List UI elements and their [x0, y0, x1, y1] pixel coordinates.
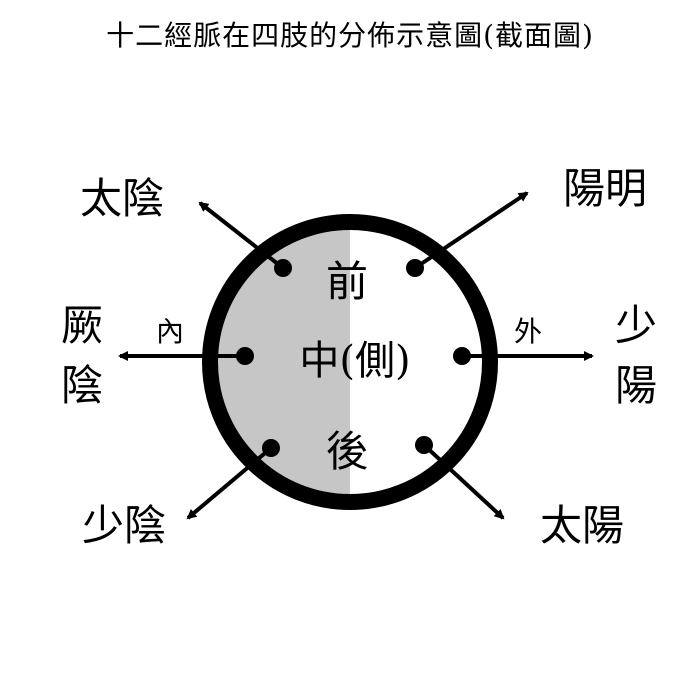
arrow-lower-left: [186, 446, 273, 520]
point-lower-right: [415, 436, 433, 454]
meridian-label-yang: 陽: [615, 361, 657, 410]
limb-outline: [202, 214, 498, 510]
back-label: 後: [326, 427, 368, 476]
meridian-label-shaoyin: 少陰: [82, 501, 166, 550]
meridian-label-taiyang: 太陽: [540, 501, 624, 550]
middle-side-label: 中(側): [299, 338, 410, 384]
point-right: [453, 347, 471, 365]
meridian-label-yangming: 陽明: [563, 164, 647, 213]
point-left: [236, 347, 254, 365]
arrow-upper-right: [413, 191, 529, 270]
point-upper-left: [274, 259, 292, 277]
point-upper-right: [406, 259, 424, 277]
inner-direction-label: 內: [156, 315, 184, 348]
front-label: 前: [326, 257, 368, 306]
point-lower-left: [262, 439, 280, 457]
diagram-title: 十二經脈在四肢的分佈示意圖(截面圖): [106, 19, 594, 52]
meridian-label-taiyin-upper: 太陰: [80, 174, 164, 223]
outer-direction-label: 外: [514, 315, 542, 348]
meridian-label-jue: 厥: [61, 301, 103, 350]
meridian-label-shao: 少: [615, 301, 657, 350]
meridian-label-yin: 陰: [61, 361, 103, 410]
arrow-upper-left: [198, 201, 285, 270]
arrow-lower-right: [422, 443, 505, 520]
limb-inner-half: [210, 222, 350, 502]
